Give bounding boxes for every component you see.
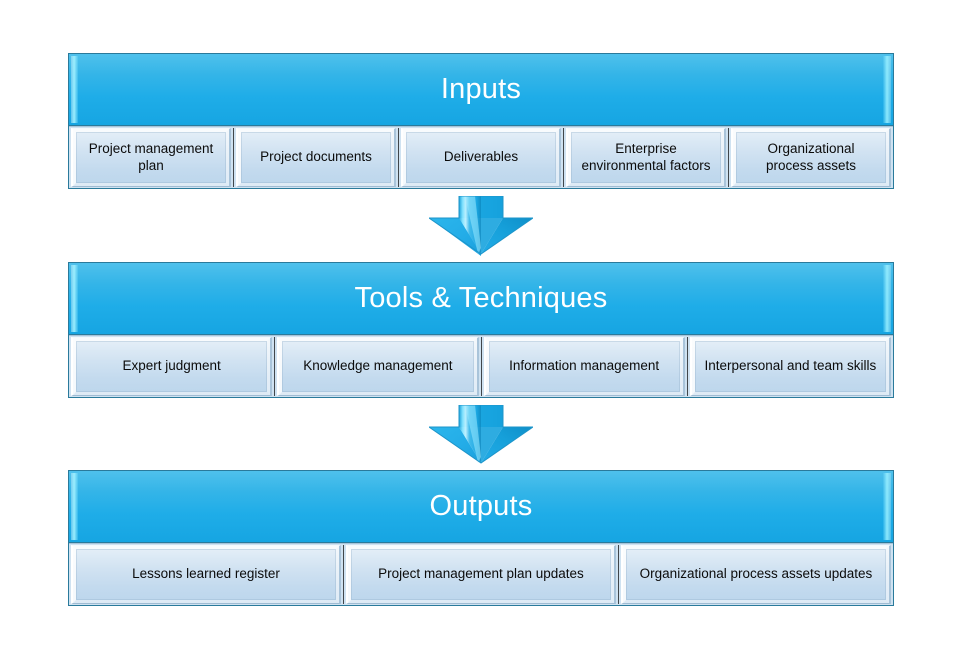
item-separator bbox=[274, 337, 276, 396]
block-header-tools-techniques: Tools & Techniques bbox=[69, 263, 893, 335]
item-label: Information management bbox=[509, 358, 660, 374]
block-title-inputs: Inputs bbox=[440, 73, 522, 105]
item-information-management[interactable]: Information management bbox=[483, 337, 685, 396]
item-separator bbox=[563, 128, 564, 187]
item-organizational-process-assets-updates[interactable]: Organizational process assets updates bbox=[621, 545, 891, 604]
item-label: Knowledge management bbox=[303, 358, 453, 374]
process-block-tools-techniques: Tools & Techniques Expert judgment Knowl… bbox=[68, 262, 894, 398]
items-row-tools-techniques: Expert judgment Knowledge management Inf… bbox=[69, 335, 893, 397]
process-block-inputs: Inputs Project management plan Project d… bbox=[68, 53, 894, 189]
block-title-outputs: Outputs bbox=[429, 490, 533, 522]
block-header-inputs: Inputs bbox=[69, 54, 893, 126]
item-project-management-plan[interactable]: Project management plan bbox=[71, 128, 231, 187]
items-row-outputs: Lessons learned register Project managem… bbox=[69, 543, 893, 605]
item-project-management-plan-updates[interactable]: Project management plan updates bbox=[346, 545, 616, 604]
item-separator bbox=[686, 337, 688, 396]
arrow-down-icon-tools-to-outputs bbox=[427, 404, 535, 465]
item-separator bbox=[233, 128, 234, 187]
process-block-outputs: Outputs Lessons learned register Project… bbox=[68, 470, 894, 606]
item-label: Organizational process assets updates bbox=[639, 566, 873, 582]
item-label: Interpersonal and team skills bbox=[704, 358, 877, 374]
item-label: Expert judgment bbox=[122, 358, 221, 374]
block-header-outputs: Outputs bbox=[69, 471, 893, 543]
item-separator bbox=[480, 337, 482, 396]
item-lessons-learned-register[interactable]: Lessons learned register bbox=[71, 545, 341, 604]
item-knowledge-management[interactable]: Knowledge management bbox=[277, 337, 479, 396]
item-interpersonal-and-team-skills[interactable]: Interpersonal and team skills bbox=[689, 337, 891, 396]
item-project-documents[interactable]: Project documents bbox=[236, 128, 396, 187]
item-label: Enterprise environmental factors bbox=[581, 140, 711, 173]
item-label: Project management plan bbox=[88, 140, 214, 173]
items-row-inputs: Project management plan Project document… bbox=[69, 126, 893, 188]
arrow-down-icon-inputs-to-tools bbox=[427, 195, 535, 256]
item-organizational-process-assets[interactable]: Organizational process assets bbox=[731, 128, 891, 187]
item-label: Organizational process assets bbox=[765, 140, 857, 173]
item-separator bbox=[398, 128, 399, 187]
item-deliverables[interactable]: Deliverables bbox=[401, 128, 561, 187]
item-separator bbox=[618, 545, 619, 604]
item-label: Lessons learned register bbox=[132, 566, 280, 582]
item-separator bbox=[728, 128, 729, 187]
item-label: Deliverables bbox=[443, 149, 519, 165]
item-enterprise-environmental-factors[interactable]: Enterprise environmental factors bbox=[566, 128, 726, 187]
item-label: Project management plan updates bbox=[378, 566, 584, 582]
item-label: Project documents bbox=[260, 149, 372, 165]
block-title-tools-techniques: Tools & Techniques bbox=[354, 282, 608, 314]
item-expert-judgment[interactable]: Expert judgment bbox=[71, 337, 273, 396]
item-separator bbox=[343, 545, 344, 604]
